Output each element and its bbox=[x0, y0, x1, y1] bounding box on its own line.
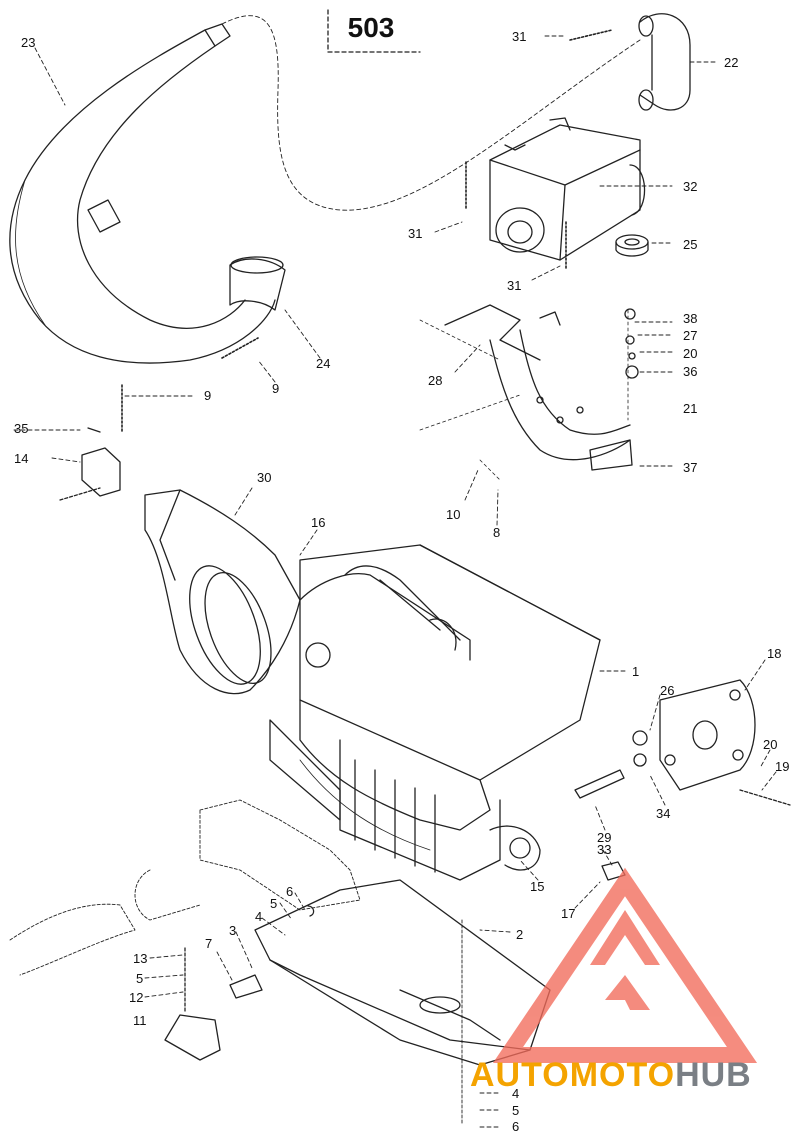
engine-1 bbox=[269, 544, 601, 881]
callout-12: 12 bbox=[129, 990, 144, 1005]
leader-lines bbox=[13, 35, 777, 1128]
callout-32: 32 bbox=[683, 179, 698, 194]
muffler-32 bbox=[489, 117, 646, 261]
callout-19: 19 bbox=[775, 759, 790, 774]
callout-16: 16 bbox=[311, 515, 326, 530]
callout-36: 36 bbox=[683, 364, 698, 379]
id-frame-dashes bbox=[327, 9, 421, 53]
callout-13: 13 bbox=[133, 951, 148, 966]
callout-27: 27 bbox=[683, 328, 698, 343]
callout-8: 8 bbox=[493, 525, 501, 540]
nut-6 bbox=[307, 905, 315, 917]
callout-5: 5 bbox=[136, 971, 144, 986]
callout-38: 38 bbox=[683, 311, 698, 326]
bolt-7 bbox=[229, 974, 263, 999]
callout-20: 20 bbox=[763, 737, 778, 752]
watermark-logo bbox=[492, 867, 758, 1063]
callout-31: 31 bbox=[507, 278, 522, 293]
callout-26: 26 bbox=[660, 683, 675, 698]
bracket-21 bbox=[419, 304, 639, 481]
callout-17: 17 bbox=[561, 906, 576, 921]
callout-21: 21 bbox=[683, 401, 698, 416]
callout-2: 2 bbox=[516, 927, 524, 942]
bolt-29 bbox=[574, 769, 625, 799]
callout-25: 25 bbox=[683, 237, 698, 252]
watermark-text: AUTOMOTOHUB bbox=[470, 1056, 752, 1095]
callout-10: 10 bbox=[446, 507, 461, 522]
watermark-text-primary: AUTOMOTO bbox=[470, 1056, 676, 1094]
callout-35: 35 bbox=[14, 421, 29, 436]
callout-5: 5 bbox=[270, 896, 278, 911]
callout-34: 34 bbox=[656, 806, 671, 821]
callout-29: 29 bbox=[597, 830, 612, 845]
callout-23: 23 bbox=[21, 35, 36, 50]
air-duct-30 bbox=[144, 489, 301, 695]
callout-5: 5 bbox=[512, 1103, 520, 1118]
callout-1: 1 bbox=[632, 664, 640, 679]
rubber-mount-11 bbox=[164, 947, 221, 1061]
callout-9: 9 bbox=[204, 388, 212, 403]
callout-30: 30 bbox=[257, 470, 272, 485]
grommet-25 bbox=[615, 234, 649, 257]
callout-4: 4 bbox=[512, 1086, 520, 1101]
callout-33: 33 bbox=[597, 842, 612, 857]
tuned-pipe-23 bbox=[9, 23, 286, 364]
callout-31: 31 bbox=[512, 29, 527, 44]
callout-18: 18 bbox=[767, 646, 782, 661]
watermark-text-secondary: HUB bbox=[675, 1056, 752, 1094]
callout-22: 22 bbox=[724, 55, 739, 70]
callout-24: 24 bbox=[316, 356, 331, 371]
callout-9: 9 bbox=[272, 381, 280, 396]
callout-15: 15 bbox=[530, 879, 545, 894]
callout-6: 6 bbox=[512, 1119, 520, 1134]
callout-37: 37 bbox=[683, 460, 698, 475]
callout-3: 3 bbox=[229, 923, 237, 938]
callout-20: 20 bbox=[683, 346, 698, 361]
callout-14: 14 bbox=[14, 451, 29, 466]
callout-11: 11 bbox=[133, 1013, 147, 1028]
diagram-number: 503 bbox=[347, 12, 395, 43]
plate-18 bbox=[632, 679, 791, 806]
clamp-14 bbox=[59, 427, 121, 501]
callout-31: 31 bbox=[408, 226, 423, 241]
springs bbox=[121, 29, 613, 433]
callout-28: 28 bbox=[428, 373, 443, 388]
callout-7: 7 bbox=[205, 936, 213, 951]
callout-6: 6 bbox=[286, 884, 294, 899]
mount-bracket bbox=[9, 799, 361, 976]
callout-4: 4 bbox=[255, 909, 263, 924]
elbow-22 bbox=[638, 13, 691, 111]
engine-support-2 bbox=[254, 879, 551, 1066]
